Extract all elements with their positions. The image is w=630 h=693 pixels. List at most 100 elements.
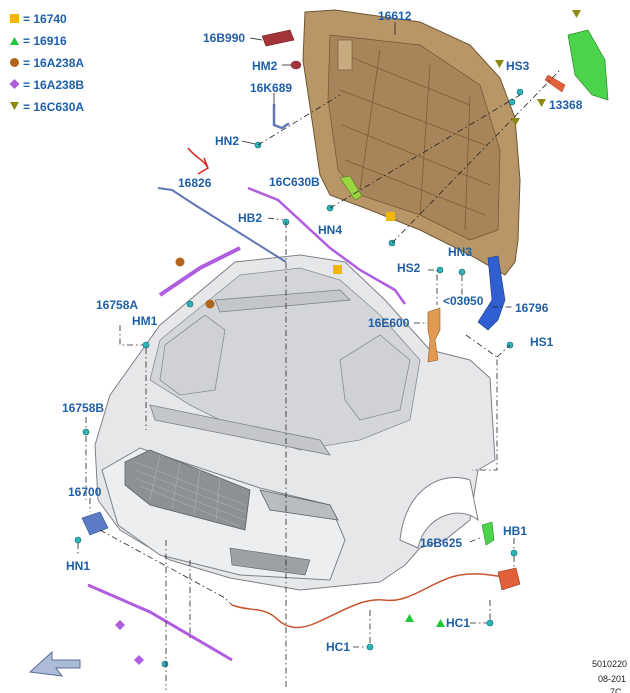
- wheel-arch: [399, 477, 479, 549]
- grille-mesh: [134, 454, 246, 527]
- symbol-markers: [115, 10, 581, 665]
- label-16700: 16700: [68, 485, 102, 499]
- clip-16758A-lower: [161, 660, 169, 668]
- clip-HN1: [74, 536, 82, 544]
- legend-circle-icon: [10, 58, 19, 67]
- leader-16700: [77, 498, 233, 606]
- vehicle-front-structure: [94, 254, 496, 591]
- leader-HN2: [241, 140, 256, 145]
- leader-hood-center: [257, 69, 561, 244]
- part-16700: [81, 511, 109, 536]
- label-HS2: HS2: [397, 261, 421, 275]
- red-pointer-arrow-icon: [187, 147, 209, 175]
- part-HM2: [290, 60, 302, 70]
- legend-item-16A238A: = 16A238A: [23, 56, 84, 70]
- part-16E600: [427, 307, 441, 363]
- marker-triangle-2: [436, 619, 445, 627]
- label-HN3: HN3: [448, 245, 472, 259]
- label-16B990: 16B990: [203, 31, 245, 45]
- part-16796: [477, 255, 506, 331]
- legend-square-icon: [10, 14, 19, 23]
- small-parts: [81, 29, 609, 662]
- label-16826: 16826: [178, 176, 212, 190]
- clip-HS3b: [516, 88, 524, 96]
- part-16B990: [261, 29, 295, 47]
- marker-triangle-down-3: [537, 99, 546, 107]
- hood-inner-frame: [327, 34, 501, 241]
- radiator-support: [149, 404, 331, 456]
- label-HC1-right: HC1: [446, 616, 470, 630]
- clip-HC1b: [366, 643, 374, 651]
- label-HM1: HM1: [132, 314, 158, 328]
- reference-code-line1: 5010220: [592, 659, 627, 669]
- clip-HM1: [142, 341, 150, 349]
- label-16612: 16612: [378, 9, 412, 23]
- clip-HC1a: [486, 619, 494, 627]
- seal-16758A: [158, 246, 241, 297]
- strut-tower-right: [339, 334, 411, 421]
- strut-tower-left: [159, 314, 226, 396]
- label-HN1: HN1: [66, 559, 90, 573]
- label-16758B: 16758B: [62, 401, 104, 415]
- label-HS3: HS3: [506, 59, 530, 73]
- leader-hinge-box: [465, 334, 511, 471]
- label-16758A: 16758A: [96, 298, 138, 312]
- part-13368: [544, 74, 566, 93]
- marker-triangle-down-2: [495, 60, 504, 68]
- seal-16A238B-lower: [87, 583, 233, 662]
- part-16B625: [481, 521, 495, 546]
- label-HS1: HS1: [530, 335, 554, 349]
- clip-16758A: [186, 300, 194, 308]
- part-insulator-green: [567, 29, 609, 101]
- marker-square-2: [333, 265, 342, 274]
- label-16C630B: 16C630B: [269, 175, 320, 189]
- hood-cutout: [337, 39, 353, 71]
- view-direction-arrow-icon: [28, 650, 81, 677]
- label-16E600: 16E600: [368, 316, 410, 330]
- part-16C630B: [339, 175, 363, 201]
- clip-HS2: [436, 266, 444, 274]
- leader-16B625: [469, 536, 483, 543]
- label-HN4: HN4: [318, 223, 342, 237]
- marker-square-1: [386, 212, 395, 221]
- label-HB2: HB2: [238, 211, 262, 225]
- part-labels: 16612 16B990 HM2 16K689 HN2 16826 16C630…: [62, 9, 583, 654]
- legend-diamond-icon: [9, 79, 20, 89]
- marker-circle-1: [175, 257, 185, 267]
- marker-triangle-1: [405, 614, 414, 622]
- label-16796: 16796: [515, 301, 549, 315]
- release-cable: [231, 573, 511, 629]
- part-16K689: [272, 103, 290, 130]
- label-HB1: HB1: [503, 524, 527, 538]
- label-HM2: HM2: [252, 59, 278, 73]
- label-HN2: HN2: [215, 134, 239, 148]
- label-13368: 13368: [549, 98, 583, 112]
- clip-HN3: [458, 268, 466, 276]
- reference-code-line3: 7C: [610, 687, 622, 693]
- legend-item-16916: = 16916: [23, 34, 67, 48]
- reference-code-line2: 08-201: [598, 674, 626, 684]
- label-HC1-bottom: HC1: [326, 640, 350, 654]
- leader-16B990: [249, 37, 263, 41]
- marker-circle-2: [205, 299, 215, 309]
- marker-diamond-2: [134, 655, 144, 665]
- drawing-reference: 5010220 08-201 7C: [592, 659, 627, 693]
- marker-triangle-down-1: [572, 10, 581, 18]
- legend-item-16A238B: = 16A238B: [23, 78, 84, 92]
- leader-HB2: [267, 217, 284, 221]
- clip-16758B: [82, 428, 90, 436]
- leader-bottom-left: [165, 540, 191, 690]
- hood-panel: [302, 9, 521, 276]
- leader-HM1: [119, 325, 147, 430]
- marker-triangle-down-4: [511, 118, 520, 126]
- label-16K689: 16K689: [250, 81, 292, 95]
- legend-item-16740: = 16740: [23, 12, 67, 26]
- clip-HB1: [510, 549, 518, 557]
- hood-ribs: [339, 49, 491, 231]
- legend: = 16740 = 16916 = 16A238A = 16A238B = 16…: [9, 12, 84, 114]
- clips: [74, 88, 524, 668]
- leader-lines: [77, 22, 561, 690]
- label-16B625: 16B625: [420, 536, 462, 550]
- seal-strip-upper: [247, 186, 407, 305]
